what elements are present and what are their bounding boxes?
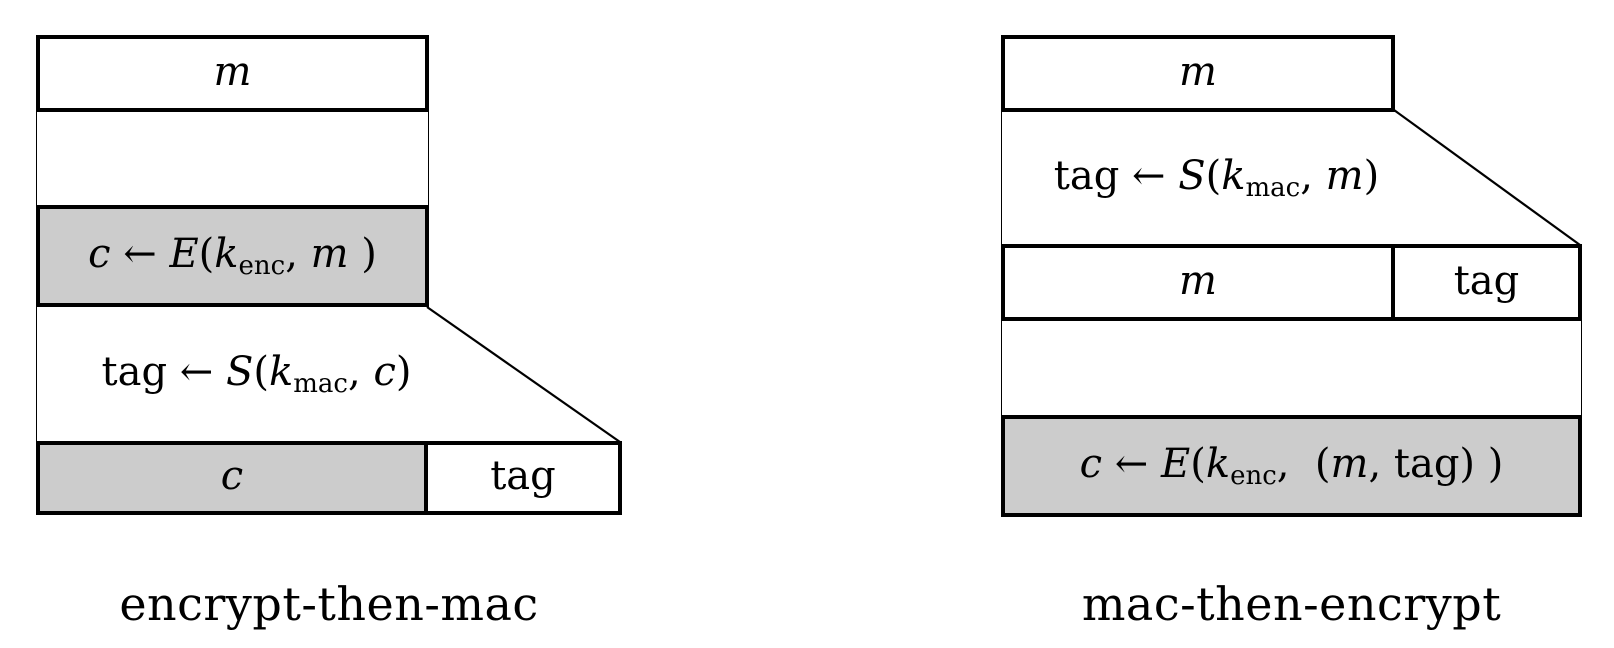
mte-diagram-label: mac-then-encrypt [1081, 577, 1502, 631]
mte-row-message-box: m [1001, 244, 1395, 321]
mte-message-box: m [1001, 35, 1395, 112]
etm-gap-region [36, 112, 429, 205]
etm-encrypt-step-box: c ← E(kenc, m ) [36, 205, 429, 307]
etm-message-box: m [36, 35, 429, 112]
mte-mac-step-region: tag ← S(kmac, m) [1001, 112, 1431, 244]
mte-row-tag-text: tag [1453, 257, 1520, 304]
etm-output-ciphertext-box: c [36, 441, 428, 515]
etm-mac-step-text: tag ← S(kmac, c) [101, 349, 412, 400]
mte-encrypt-step-text: c ← E(kenc, (m, tag) ) [1079, 441, 1504, 492]
mte-message-text: m [1179, 48, 1217, 95]
etm-encrypt-step-text: c ← E(kenc, m ) [88, 231, 377, 282]
etm-output-tag-text: tag [490, 453, 556, 499]
mte-gap-region [1001, 321, 1582, 415]
etm-diagram-label: encrypt-then-mac [119, 577, 539, 631]
etm-mac-step-region: tag ← S(kmac, c) [36, 307, 476, 441]
etm-output-tag-box: tag [428, 441, 622, 515]
mte-row-message-text: m [1179, 257, 1217, 304]
etm-message-text: m [213, 48, 252, 95]
mte-encrypt-step-box: c ← E(kenc, (m, tag) ) [1001, 415, 1582, 517]
etm-output-ciphertext-text: c [220, 453, 244, 499]
mte-mac-step-text: tag ← S(kmac, m) [1053, 153, 1380, 204]
mte-row-tag-box: tag [1395, 244, 1582, 321]
